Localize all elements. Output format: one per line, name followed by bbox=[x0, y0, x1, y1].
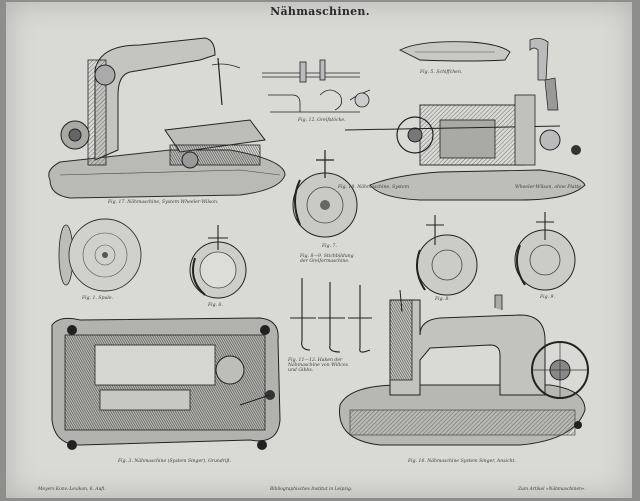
caption-fig9: Fig. 9. bbox=[540, 295, 555, 300]
fig7-hook-disk bbox=[292, 150, 358, 238]
fig12-greifstoecke bbox=[262, 59, 371, 113]
fig16-singer-view bbox=[339, 289, 589, 446]
footer-left: Meyers Konv.-Lexikon, 6. Aufl. bbox=[38, 487, 106, 492]
caption-fig8: Fig. 8. bbox=[435, 297, 450, 302]
footer-right: Zum Artikel »Nähmaschinen«. bbox=[518, 487, 586, 492]
caption-fig12: Fig. 12. Greifstöcke. bbox=[298, 118, 346, 123]
caption-fig17: Fig. 17. Nähmaschine, System Wheeler-Wil… bbox=[108, 200, 219, 205]
caption-fig8-9: Fig. 8—9. Stichbildung der Greifermaschi… bbox=[300, 254, 354, 264]
caption-fig5: Fig. 5. Schiffchen. bbox=[420, 70, 463, 75]
caption-fig18: Fig. 18. Nähmaschine, System bbox=[338, 185, 410, 190]
fig9-hook bbox=[514, 212, 576, 291]
caption-fig6: Fig. 6. bbox=[208, 303, 223, 308]
fig6-hook bbox=[189, 225, 247, 299]
fig5-schiffchen bbox=[398, 38, 549, 81]
caption-fig11-13: Fig. 11—13. Haken der Nähmaschine von Wi… bbox=[288, 358, 349, 373]
caption-fig1: Fig. 1. Spule. bbox=[82, 296, 114, 301]
footer-center: Bibliographisches Institut in Leipzig. bbox=[270, 487, 353, 492]
caption-fig18-continued: Wheeler-Wilson, ohne Platte. bbox=[515, 185, 583, 190]
fig18-machine-without-plate bbox=[344, 77, 586, 201]
caption-fig16: Fig. 16. Nähmaschine System Singer, Ansi… bbox=[408, 459, 516, 464]
fig11-13-hooks bbox=[290, 278, 372, 353]
plate-title: Nähmaschinen. bbox=[270, 5, 370, 18]
fig1-spule bbox=[58, 218, 142, 292]
fig3-singer-plan bbox=[51, 317, 281, 450]
caption-fig7: Fig. 7. bbox=[322, 244, 337, 249]
fig17-sewing-machine bbox=[48, 37, 286, 199]
fig8-hook bbox=[415, 215, 478, 296]
caption-fig3: Fig. 3. Nähmaschine (System Singer), Gru… bbox=[118, 459, 231, 464]
